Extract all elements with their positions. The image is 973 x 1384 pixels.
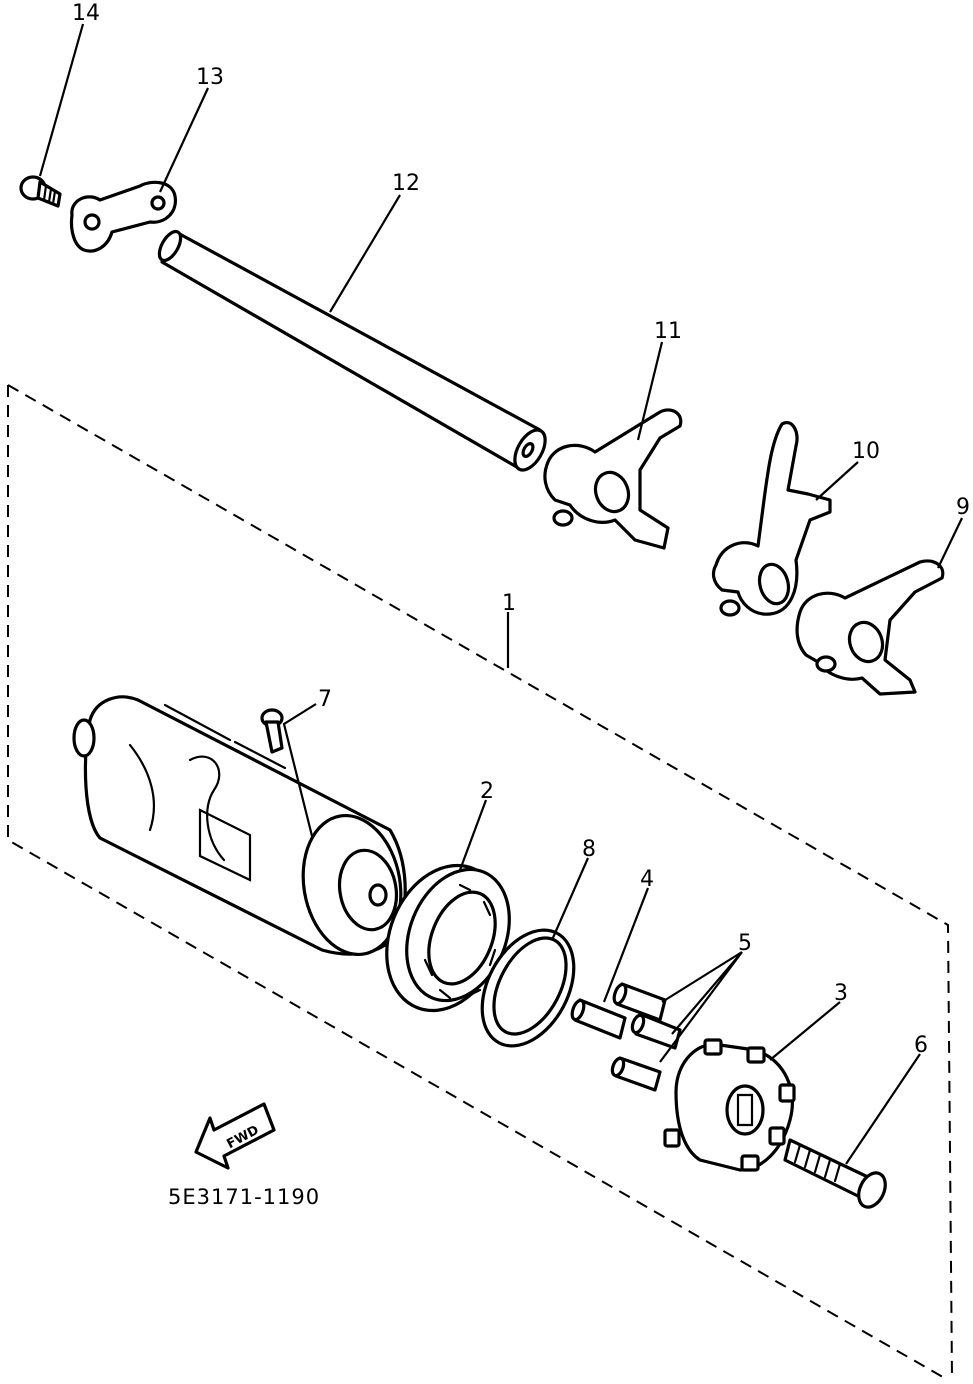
drawing-code: 5E3171-1190	[168, 1185, 320, 1209]
part-2-bearing	[385, 863, 511, 1013]
callout-3: 3	[834, 981, 848, 1006]
part-13-stopper-plate	[69, 180, 177, 253]
part-3-segment	[663, 1038, 796, 1172]
part-10-shift-fork	[711, 421, 832, 617]
part-12-guide-bar	[157, 229, 547, 472]
part-7-pin	[260, 708, 284, 754]
part-14-screw	[19, 175, 62, 208]
leader-10	[815, 461, 859, 501]
callout-7: 7	[318, 687, 332, 712]
callout-2: 2	[480, 779, 494, 804]
assembly-group-boundary	[7, 384, 953, 1381]
leader-5	[659, 951, 743, 1063]
leader-13	[159, 87, 209, 193]
callout-6: 6	[914, 1033, 928, 1058]
part-9-shift-fork	[795, 559, 945, 696]
leader-14	[38, 23, 85, 177]
callout-9: 9	[956, 495, 970, 520]
callout-14: 14	[72, 1, 100, 26]
callout-11: 11	[654, 319, 682, 344]
leader-11	[636, 341, 664, 441]
leader-2	[458, 799, 488, 871]
leader-4	[602, 887, 650, 1003]
callout-1: 1	[502, 591, 516, 616]
part-5-pins	[610, 982, 682, 1092]
callout-10: 10	[852, 439, 880, 464]
part-1-shift-drum	[72, 695, 407, 957]
leader-6	[845, 1053, 921, 1165]
part-8-circlip	[480, 928, 576, 1048]
part-6-bolt	[783, 1138, 887, 1209]
callout-8: 8	[582, 837, 596, 862]
callout-13: 13	[196, 65, 224, 90]
leader-12	[329, 194, 401, 313]
leader-9	[937, 517, 963, 569]
leader-7	[282, 703, 317, 837]
part-11-shift-fork	[543, 408, 683, 550]
part-4-dowel-pin	[570, 998, 627, 1040]
leader-3	[769, 1001, 841, 1061]
forward-arrow: FWD	[194, 1102, 276, 1170]
leader-8	[550, 857, 590, 941]
callout-12: 12	[392, 171, 420, 196]
callout-5: 5	[738, 931, 752, 956]
callout-4: 4	[640, 867, 654, 892]
